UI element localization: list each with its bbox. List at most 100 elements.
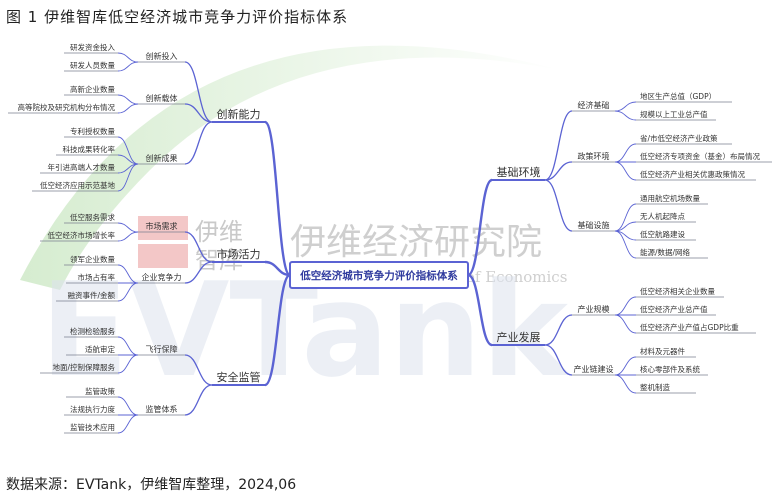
connector-group-leaf: [614, 161, 637, 181]
leaf-node-label: 低空经济应用示范基地: [40, 180, 115, 190]
group-node-label: 监管体系: [146, 404, 178, 414]
connector-main-group: [184, 231, 213, 263]
center-node-label: 低空经济城市竞争力评价指标体系: [299, 269, 458, 282]
watermark-logo-top: 伊维: [195, 218, 243, 246]
main-node-label: 创新能力: [217, 107, 261, 121]
connector-group-leaf: [117, 103, 139, 114]
leaf-node-label: 市场占有率: [78, 272, 116, 282]
connector-center-安全监管: [264, 273, 291, 387]
connector-group-leaf: [117, 94, 139, 105]
connector-main-group: [184, 61, 213, 123]
leaf-node-label: 研发资金投入: [70, 42, 115, 52]
connector-center-市场活力: [264, 260, 291, 277]
group-node-label: 企业竞争力: [142, 272, 182, 282]
connector-center-产业发展: [467, 273, 493, 347]
watermark-arc: [20, 45, 560, 290]
connector-main-group: [184, 121, 213, 165]
connector-group-leaf: [117, 52, 139, 63]
connector-main-group: [184, 384, 213, 416]
leaf-node-label: 省/市低空经济产业政策: [640, 133, 718, 143]
leaf-node-label: 年引进高端人才数量: [48, 162, 116, 172]
leaf-node-label: 低空服务需求: [70, 212, 115, 222]
leaf-node-label: 材料及元器件: [640, 346, 685, 356]
group-node-label: 创新载体: [146, 93, 178, 103]
leaf-node-label: 法规执行力度: [70, 404, 115, 414]
center-node-box: [289, 261, 469, 289]
leaf-node-label: 科技成果转化率: [63, 144, 116, 154]
leaf-node-label: 高新企业数量: [70, 84, 115, 94]
connector-main-group: [544, 344, 573, 376]
watermark-cn-name: 伊维经济研究院: [290, 222, 542, 263]
leaf-node-label: 规模以上工业总产值: [640, 109, 708, 119]
watermark-logo-block-2: [138, 244, 188, 268]
group-node-label: 创新成果: [146, 153, 178, 163]
source-note: 数据来源：EVTank，伊维智库整理，2024,06: [6, 477, 297, 493]
main-node-label: 基础环境: [497, 165, 541, 179]
connector-group-leaf: [614, 110, 637, 121]
connector-main-group: [544, 161, 573, 181]
main-node-label: 市场活力: [217, 247, 261, 261]
leaf-node-label: 能源/数据/网络: [640, 247, 691, 257]
connector-group-leaf: [117, 414, 139, 434]
group-node-label: 市场需求: [146, 221, 178, 231]
connector-center-基础环境: [467, 178, 493, 277]
leaf-node-label: 低空航路建设: [640, 229, 685, 239]
connector-group-leaf: [614, 143, 637, 163]
leaf-node-label: 通用航空机场数量: [640, 193, 700, 203]
group-node-label: 产业规模: [578, 304, 610, 314]
group-node-label: 政策环境: [578, 151, 610, 161]
connector-group-leaf: [614, 356, 637, 376]
connector-group-leaf: [117, 231, 139, 242]
connector-group-leaf: [117, 336, 139, 356]
connector-group-leaf: [117, 354, 139, 374]
leaf-node-label: 核心零部件及系统: [640, 364, 700, 374]
group-node-label: 创新投入: [146, 51, 178, 61]
connector-main-group: [184, 354, 213, 386]
connector-main-group: [544, 314, 573, 346]
leaf-node-label: 低空经济产业产值占GDP比重: [640, 322, 739, 332]
connector-center-创新能力: [263, 120, 292, 277]
connector-main-group: [184, 261, 213, 284]
connector-group-leaf: [614, 374, 637, 394]
leaf-node-label: 研发人员数量: [70, 60, 115, 70]
watermark-logo-block-1: [138, 216, 188, 240]
mindmap-nodes: 低空经济城市竞争力评价指标体系基础环境经济基础地区生产总值（GDP）规模以上工业…: [8, 42, 772, 434]
main-connectors: [263, 120, 493, 387]
leaf-node-label: 监管政策: [85, 386, 115, 396]
leaf-node-label: 低空经济产业总产值: [640, 304, 708, 314]
mindmap-diagram: 伊维 智库 伊维经济研究院 China YiWei Institute of E…: [8, 42, 772, 434]
connector-group-leaf: [117, 154, 139, 165]
main-node-label: 安全监管: [217, 370, 261, 384]
connector-group-leaf: [117, 136, 139, 165]
leaf-node-label: 高等院校及研究机构分布情况: [18, 102, 116, 112]
watermark-logo-bottom: 智库: [195, 246, 243, 274]
connector-main-group: [184, 103, 213, 123]
connector-group-leaf: [117, 264, 139, 284]
connector-group-leaf: [117, 61, 139, 72]
leaf-node-label: 监管技术应用: [70, 422, 115, 432]
leaf-node-label: 地面/控制保障服务: [52, 362, 115, 372]
group-node-label: 产业链建设: [574, 364, 614, 374]
connector-group-leaf: [614, 296, 637, 316]
connector-group-leaf: [614, 221, 637, 232]
connector-group-leaf: [117, 282, 139, 302]
group-node-label: 飞行保障: [146, 344, 178, 354]
leaf-node-label: 低空经济市场增长率: [48, 230, 116, 240]
leaf-node-label: 无人机起降点: [640, 211, 685, 221]
main-node-label: 产业发展: [497, 330, 541, 344]
connector-group-leaf: [117, 396, 139, 416]
group-node-label: 经济基础: [578, 100, 610, 110]
leaf-node-label: 专利授权数量: [70, 126, 115, 136]
leaf-node-label: 低空经济相关企业数量: [640, 286, 715, 296]
connector-group-leaf: [614, 314, 637, 334]
leaf-node-label: 检测检验服务: [70, 326, 115, 336]
leaf-node-label: 低空经济产业相关优惠政策情况: [640, 169, 745, 179]
connector-group-leaf: [614, 203, 637, 232]
leaf-node-label: 领军企业数量: [70, 254, 115, 264]
connector-group-leaf: [614, 230, 637, 259]
leaf-node-label: 融资事件/金额: [67, 290, 115, 300]
sub-connectors: [117, 52, 637, 434]
figure-title: 图 1 伊维智库低空经济城市竞争力评价指标体系: [6, 8, 349, 26]
connector-group-leaf: [614, 101, 637, 112]
leaf-node-label: 适航审定: [85, 344, 115, 354]
